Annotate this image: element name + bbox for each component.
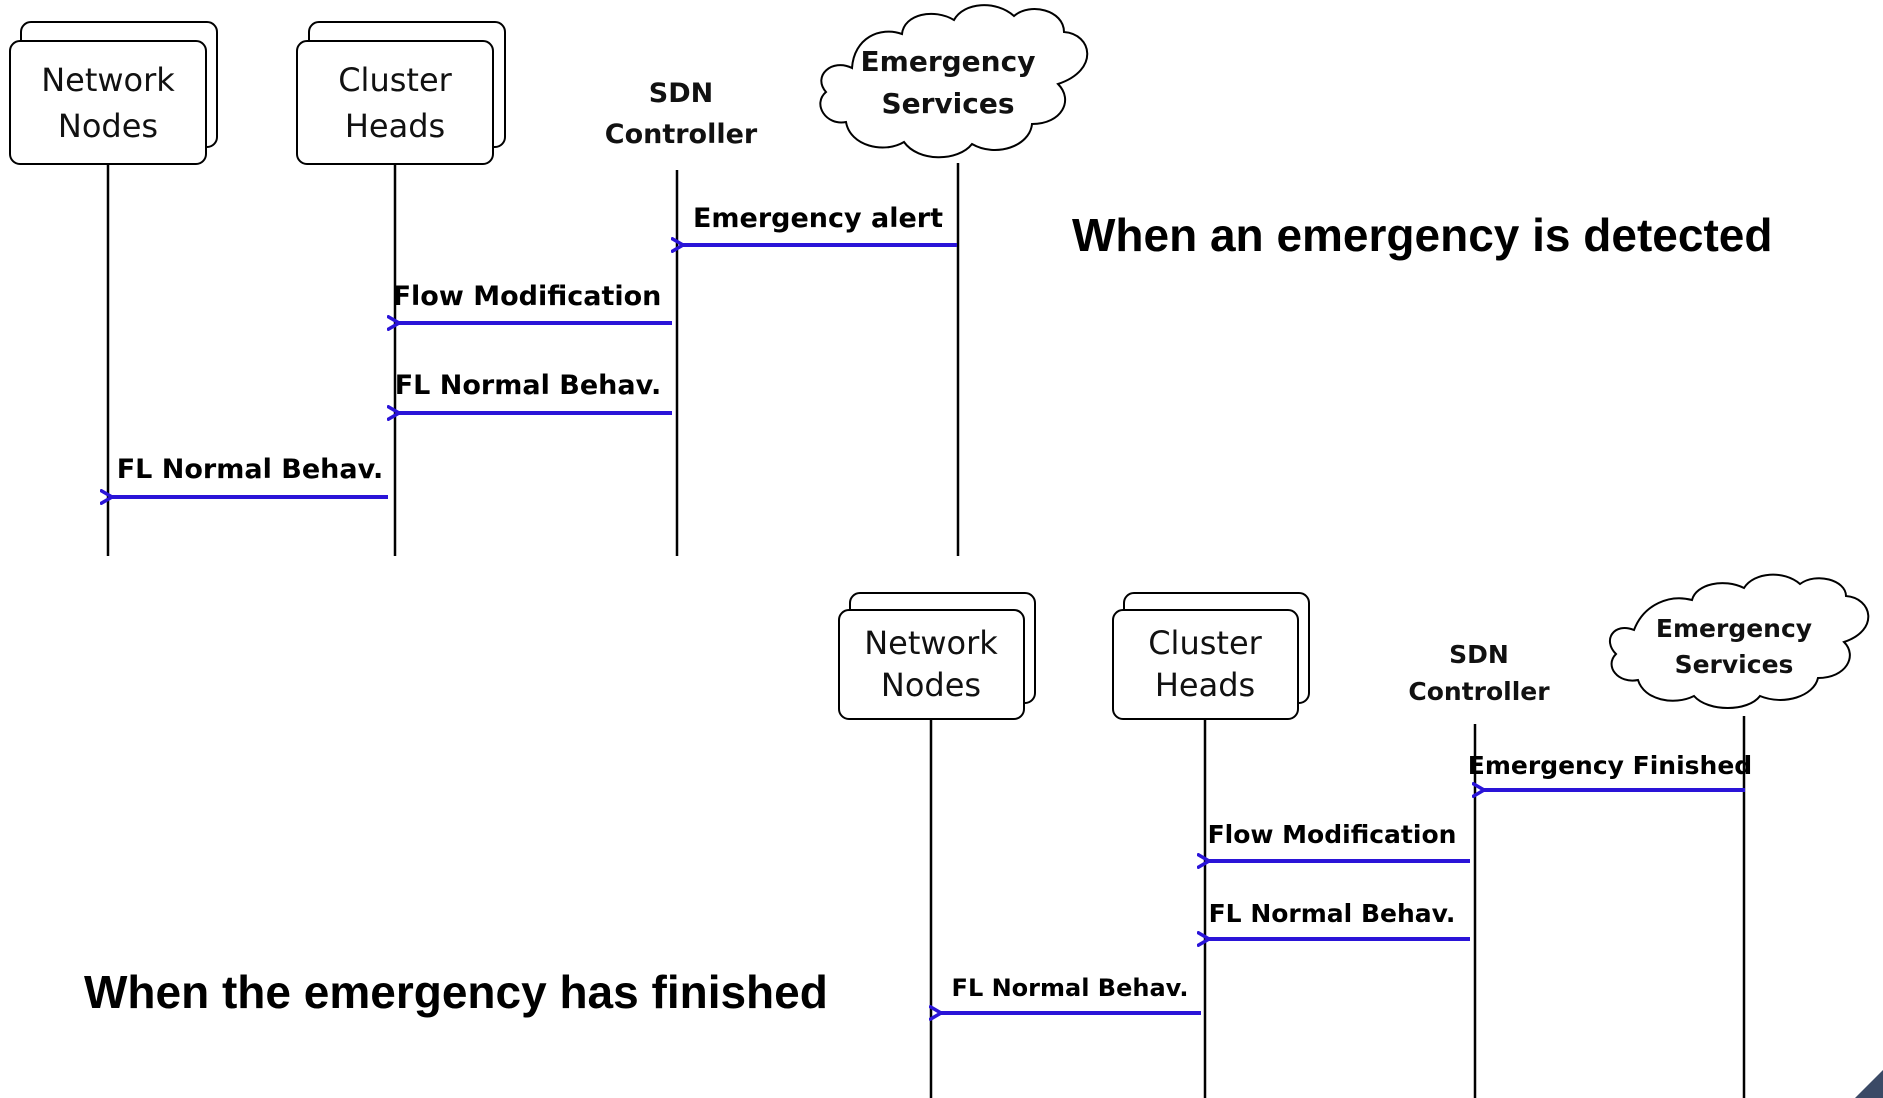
message-flow-modification: Flow Modification bbox=[1208, 820, 1470, 861]
cloud-icon bbox=[819, 4, 1089, 159]
participant-label-line2: Nodes bbox=[58, 107, 158, 145]
cloud-icon bbox=[1609, 573, 1870, 709]
message-label: FL Normal Behav. bbox=[395, 370, 662, 401]
participant-network-nodes: Network Nodes bbox=[838, 592, 1036, 720]
message-flow-modification: Flow Modification bbox=[393, 281, 672, 323]
message-label: FL Normal Behav. bbox=[117, 454, 384, 485]
participant-label-line1: SDN bbox=[649, 78, 713, 109]
participant-label-line1: SDN bbox=[1449, 640, 1509, 669]
participant-sdn-controller: SDN Controller bbox=[605, 78, 758, 150]
participant-label-line1: Cluster bbox=[1148, 624, 1262, 662]
message-label: Flow Modification bbox=[393, 281, 662, 312]
participant-cluster-heads: Cluster Heads bbox=[1112, 592, 1310, 720]
message-label: Emergency Finished bbox=[1468, 751, 1752, 780]
message-label: Emergency alert bbox=[693, 203, 943, 234]
participant-label-line2: Heads bbox=[345, 107, 445, 145]
message-label: Flow Modification bbox=[1208, 820, 1457, 849]
scenario-caption: When an emergency is detected bbox=[1072, 209, 1772, 261]
message-fl-normal-behav: FL Normal Behav. bbox=[941, 974, 1201, 1013]
participant-sdn-controller: SDN Controller bbox=[1408, 640, 1550, 706]
participant-label-line1: Emergency bbox=[861, 45, 1036, 78]
participant-label-line2: Nodes bbox=[881, 666, 981, 704]
message-label: FL Normal Behav. bbox=[1209, 899, 1456, 928]
participant-label-line2: Controller bbox=[1408, 677, 1550, 706]
participant-label-line1: Network bbox=[41, 61, 175, 99]
diagram-emergency-detected: Network Nodes Cluster Heads SDN Controll… bbox=[9, 4, 1772, 556]
message-label: FL Normal Behav. bbox=[952, 974, 1189, 1002]
scenario-caption: When the emergency has finished bbox=[84, 966, 828, 1018]
diagram-emergency-finished: Network Nodes Cluster Heads SDN Controll… bbox=[84, 573, 1870, 1098]
participant-emergency-services: Emergency Services bbox=[819, 4, 1089, 159]
participant-label-line2: Services bbox=[881, 87, 1014, 120]
message-fl-normal-behav: FL Normal Behav. bbox=[112, 454, 388, 497]
participant-network-nodes: Network Nodes bbox=[9, 21, 218, 165]
participant-label-line1: Emergency bbox=[1656, 614, 1812, 643]
participant-cluster-heads: Cluster Heads bbox=[296, 21, 506, 165]
participant-label-line2: Heads bbox=[1155, 666, 1255, 704]
participant-label-line2: Controller bbox=[605, 119, 758, 150]
message-emergency-finished: Emergency Finished bbox=[1468, 751, 1752, 790]
participant-label-line2: Services bbox=[1675, 650, 1794, 679]
message-fl-normal-behav: FL Normal Behav. bbox=[1209, 899, 1470, 939]
participant-label-line1: Cluster bbox=[338, 61, 452, 99]
participant-emergency-services: Emergency Services bbox=[1609, 573, 1870, 709]
message-fl-normal-behav: FL Normal Behav. bbox=[395, 370, 672, 413]
participant-label-line1: Network bbox=[864, 624, 998, 662]
message-emergency-alert: Emergency alert bbox=[683, 203, 957, 245]
corner-decoration bbox=[1855, 1070, 1883, 1098]
